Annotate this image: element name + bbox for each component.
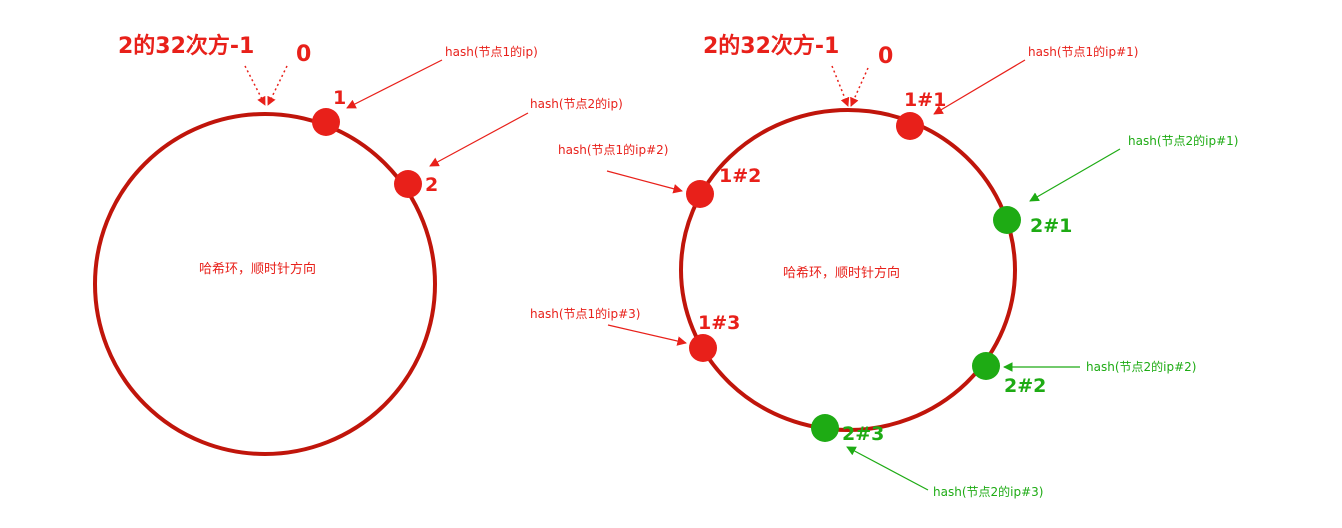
right-node1-2-hash-label: hash(节点1的ip#2) [558,142,668,157]
right-node2-1-point [993,206,1021,234]
left-node1-point [312,108,340,136]
right-node2-1-arrow [1029,148,1121,202]
right-node2-1-label: 2#1 [1030,215,1072,237]
right-node1-3-point [689,334,717,362]
left-hash-ring [93,112,437,456]
right-hash-ring [679,108,1017,432]
right-node2-2-label: 2#2 [1004,375,1046,397]
left-ring-center-text: 哈希环，顺时针方向 [199,261,316,277]
left-node2-point [394,170,422,198]
right-ring-center-text: 哈希环，顺时针方向 [783,265,900,281]
right-node1-1-hash-label: hash(节点1的ip#1) [1028,44,1138,59]
left-hash-ring-group: 2的32次方-1 0 1 hash(节点1的ip) 2 hash(节点2的ip)… [93,33,623,456]
right-node1-2-point [686,180,714,208]
left-node1-hash-label: hash(节点1的ip) [445,44,538,59]
left-max-pointer [244,65,266,106]
right-node1-2-arrow [606,170,683,194]
right-node2-1-hash-label: hash(节点2的ip#1) [1128,133,1238,148]
right-node1-3-hash-label: hash(节点1的ip#3) [530,306,640,321]
left-zero-pointer [267,65,288,106]
right-node1-1-point [896,112,924,140]
right-zero-label: 0 [878,44,893,69]
right-node2-2-point [972,352,1000,380]
left-node2-hash-label: hash(节点2的ip) [530,96,623,111]
right-node2-3-label: 2#3 [842,423,884,445]
left-node1-label: 1 [333,87,346,109]
left-node2-label: 2 [425,174,438,196]
left-zero-label: 0 [296,42,311,67]
right-node1-1-label: 1#1 [904,89,946,111]
right-node2-3-arrow [846,446,929,491]
right-node1-2-label: 1#2 [719,165,761,187]
right-hash-ring-group: 2的32次方-1 0 1#1 hash(节点1的ip#1) 1#2 hash(节… [530,33,1238,499]
left-max-label: 2的32次方-1 [118,33,254,59]
right-node1-1-arrow [933,59,1026,115]
right-zero-pointer [850,67,869,107]
left-node2-arrow [429,112,529,167]
right-node1-3-arrow [607,324,687,346]
right-max-pointer [831,65,850,107]
right-max-label: 2的32次方-1 [703,33,839,59]
right-node2-3-hash-label: hash(节点2的ip#3) [933,484,1043,499]
right-node1-3-label: 1#3 [698,312,740,334]
right-node2-2-hash-label: hash(节点2的ip#2) [1086,359,1196,374]
right-node2-3-point [811,414,839,442]
left-node1-arrow [346,59,443,109]
